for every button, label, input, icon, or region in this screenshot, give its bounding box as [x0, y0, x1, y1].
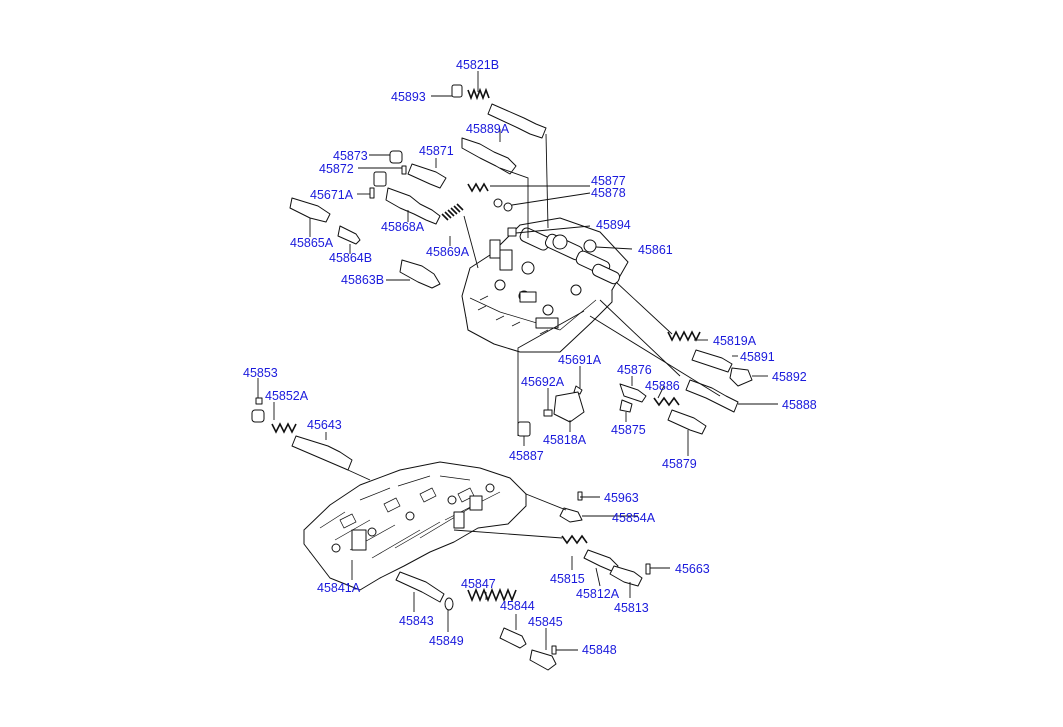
label-45872[interactable]: 45872 — [319, 162, 354, 176]
label-45876[interactable]: 45876 — [617, 363, 652, 377]
upper-valve-body-drawing — [461, 217, 629, 353]
label-45821B[interactable]: 45821B — [456, 58, 499, 72]
label-45841A[interactable]: 45841A — [317, 581, 361, 595]
valve-parts-drawing — [251, 84, 753, 671]
label-45891[interactable]: 45891 — [740, 350, 775, 364]
label-45845[interactable]: 45845 — [528, 615, 563, 629]
label-45818A[interactable]: 45818A — [543, 433, 587, 447]
label-45854A[interactable]: 45854A — [612, 511, 656, 525]
label-45889A[interactable]: 45889A — [466, 122, 510, 136]
label-45875[interactable]: 45875 — [611, 423, 646, 437]
part-number-labels: 45821B 45893 45889A 45873 45871 45872 45… — [243, 58, 817, 657]
label-45643[interactable]: 45643 — [307, 418, 342, 432]
lower-valve-body-drawing — [303, 461, 527, 591]
label-45892[interactable]: 45892 — [772, 370, 807, 384]
label-45868A[interactable]: 45868A — [381, 220, 425, 234]
label-45877[interactable]: 45877 — [591, 174, 626, 188]
label-45878[interactable]: 45878 — [591, 186, 626, 200]
label-45963[interactable]: 45963 — [604, 491, 639, 505]
label-45819A[interactable]: 45819A — [713, 334, 757, 348]
label-45663[interactable]: 45663 — [675, 562, 710, 576]
label-45847[interactable]: 45847 — [461, 577, 496, 591]
label-45863B[interactable]: 45863B — [341, 273, 384, 287]
label-45843[interactable]: 45843 — [399, 614, 434, 628]
label-45893[interactable]: 45893 — [391, 90, 426, 104]
label-45873[interactable]: 45873 — [333, 149, 368, 163]
label-45894[interactable]: 45894 — [596, 218, 631, 232]
label-45879[interactable]: 45879 — [662, 457, 697, 471]
label-45812A[interactable]: 45812A — [576, 587, 620, 601]
label-45864B[interactable]: 45864B — [329, 251, 372, 265]
label-45887[interactable]: 45887 — [509, 449, 544, 463]
label-45861[interactable]: 45861 — [638, 243, 673, 257]
label-45671A[interactable]: 45671A — [310, 188, 354, 202]
label-45815[interactable]: 45815 — [550, 572, 585, 586]
label-45865A[interactable]: 45865A — [290, 236, 334, 250]
label-45871[interactable]: 45871 — [419, 144, 454, 158]
label-45853[interactable]: 45853 — [243, 366, 278, 380]
label-45813[interactable]: 45813 — [614, 601, 649, 615]
label-45691A[interactable]: 45691A — [558, 353, 602, 367]
label-45886[interactable]: 45886 — [645, 379, 680, 393]
label-45852A[interactable]: 45852A — [265, 389, 309, 403]
label-45692A[interactable]: 45692A — [521, 375, 565, 389]
label-45849[interactable]: 45849 — [429, 634, 464, 648]
label-45848[interactable]: 45848 — [582, 643, 617, 657]
label-45888[interactable]: 45888 — [782, 398, 817, 412]
label-45869A[interactable]: 45869A — [426, 245, 470, 259]
leader-lines — [257, 71, 778, 651]
label-45844[interactable]: 45844 — [500, 599, 535, 613]
